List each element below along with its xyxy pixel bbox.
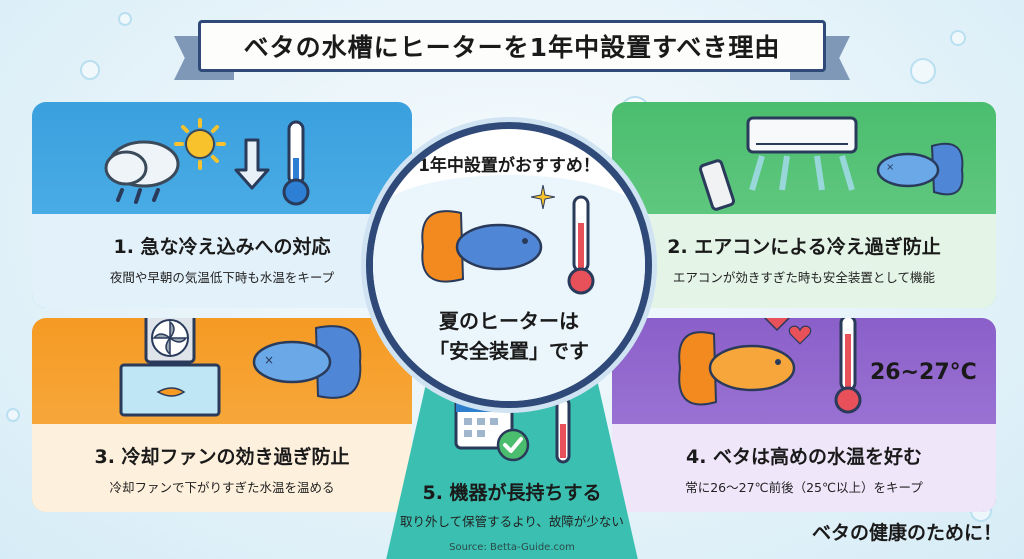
betta-fish-icon: × xyxy=(252,325,362,399)
bubble-decoration xyxy=(118,12,132,26)
panel-subtitle: 夜間や早朝の気温低下時も水温をキープ xyxy=(109,270,335,285)
bubble-decoration xyxy=(80,60,100,80)
svg-text:×: × xyxy=(264,353,274,367)
bubble-decoration xyxy=(950,30,966,46)
checkmark-icon xyxy=(496,428,530,462)
sparkle-icon xyxy=(531,185,555,209)
footer-message: ベタの健康のために！ xyxy=(811,522,1002,544)
panel-caption: 5. 機器が長持ちする 取り外して保管するより、故障が少ない xyxy=(386,478,638,530)
panel-caption: 1. 急な冷え込みへの対応 夜間や早朝の気温低下時も水温をキープ xyxy=(32,214,412,308)
bubble-decoration xyxy=(6,408,20,422)
panel-subtitle: 取り外して保管するより、故障が少ない xyxy=(400,514,624,529)
page-title: ベタの水槽にヒーターを1年中設置すべき理由 xyxy=(243,33,781,62)
panel-title: 3. 冷却ファンの効き過ぎ防止 xyxy=(94,446,350,468)
source-credit: Source: Betta-Guide.com xyxy=(449,542,575,553)
panel-subtitle: 常に26～27℃前後（25℃以上）をキープ xyxy=(685,480,923,495)
heart-icon xyxy=(788,325,812,345)
betta-fish-icon xyxy=(421,210,543,283)
air-conditioner-icon xyxy=(746,116,858,191)
thermometer-icon xyxy=(834,318,862,414)
banner-plate: ベタの水槽にヒーターを1年中設置すべき理由 xyxy=(198,20,826,72)
heart-icon xyxy=(764,318,790,332)
thermometer-icon xyxy=(282,120,310,206)
bubble-decoration xyxy=(910,58,936,84)
panel-title: 4. ベタは高めの水温を好む xyxy=(685,446,923,468)
panel-caption: 2. エアコンによる冷え過ぎ防止 エアコンが効きすぎた時も安全装置として機能 xyxy=(612,214,996,308)
cooling-fan-icon xyxy=(144,318,196,364)
down-arrow-icon xyxy=(234,138,270,190)
panel-title: 5. 機器が長持ちする xyxy=(422,482,602,504)
panel-reason-4: 4. ベタは高めの水温を好む 常に26～27℃前後（25℃以上）をキープ xyxy=(612,318,996,512)
center-line-2: 「安全装置」です xyxy=(429,339,589,363)
thermometer-icon xyxy=(567,195,595,295)
panel-caption: 3. 冷却ファンの効き過ぎ防止 冷却ファンで下がりすぎた水温を温める xyxy=(32,424,412,512)
panel-reason-1: 1. 急な冷え込みへの対応 夜間や早朝の気温低下時も水温をキープ xyxy=(32,102,412,308)
center-line-1: 夏のヒーターは xyxy=(439,309,579,333)
sun-icon xyxy=(174,118,226,170)
betta-fish-icon: × xyxy=(876,142,964,196)
svg-text:×: × xyxy=(886,162,894,173)
aquarium-icon xyxy=(119,363,221,417)
center-headline: 1年中設置がおすすめ！ xyxy=(418,156,600,176)
panel-title: 2. エアコンによる冷え過ぎ防止 xyxy=(667,236,941,258)
cloud-rain-icon xyxy=(104,140,180,204)
remote-control-icon xyxy=(698,159,736,211)
betta-fish-icon xyxy=(678,331,796,406)
panel-reason-2: × 2. エアコンによる冷え過ぎ防止 エアコンが効きすぎた時も安全装置として機能 xyxy=(612,102,996,308)
water-wave xyxy=(373,175,645,401)
center-circle: 1年中設置がおすすめ！ 夏のヒーターは 「安全装置」です xyxy=(366,122,652,408)
panel-subtitle: 冷却ファンで下がりすぎた水温を温める xyxy=(109,480,335,495)
panel-subtitle: エアコンが効きすぎた時も安全装置として機能 xyxy=(672,270,936,285)
panel-reason-3: × 3. 冷却ファンの効き過ぎ防止 冷却ファンで下がりすぎた水温を温める xyxy=(32,318,412,512)
title-banner: ベタの水槽にヒーターを1年中設置すべき理由 xyxy=(174,20,850,80)
temperature-label: 26~27°C xyxy=(870,360,977,385)
panel-caption: 4. ベタは高めの水温を好む 常に26～27℃前後（25℃以上）をキープ xyxy=(612,424,996,512)
panel-title: 1. 急な冷え込みへの対応 xyxy=(113,236,331,258)
